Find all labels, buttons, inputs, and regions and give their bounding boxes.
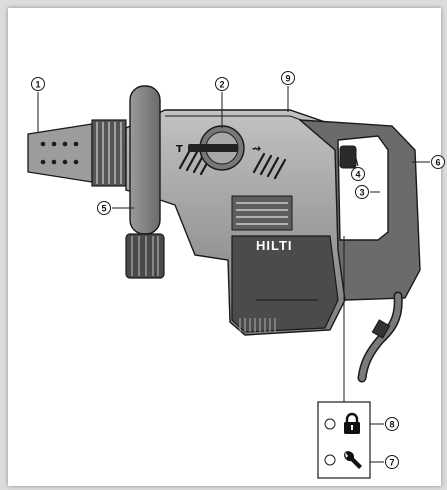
side-handle [125,85,165,279]
indicator-panel [317,401,371,479]
callout-1-number: 1 [35,80,40,90]
callout-5-number: 5 [101,204,106,214]
chisel-mode-symbol: ⇝ [252,142,261,155]
callout-7-number: 7 [389,458,394,468]
callout-2: 2 [215,77,229,91]
housing: HILTI [125,109,346,336]
callout-9-number: 9 [285,74,290,84]
callout-leaders [37,86,430,463]
callout-8: 8 [385,417,399,431]
callout-1: 1 [31,77,45,91]
wrench-icon [344,451,362,469]
callout-4-number: 4 [355,170,360,180]
function-selector-switch: T ⇝ [176,125,261,171]
supply-cord [357,291,403,383]
callout-2-number: 2 [219,80,224,90]
callout-6: 6 [431,155,445,169]
callout-5: 5 [97,201,111,215]
theft-protection-indicator-light [324,418,336,430]
callout-4: 4 [351,167,365,181]
callout-6-number: 6 [435,158,440,168]
tool-holder [27,119,127,187]
service-indicator-light [324,454,336,466]
lock-icon [344,412,360,434]
callout-3-number: 3 [359,188,364,198]
brand-logo: HILTI [256,238,293,253]
hammer-mode-symbol: T [176,144,183,155]
callout-9: 9 [281,71,295,85]
callout-3: 3 [355,185,369,199]
callout-7: 7 [385,455,399,469]
callout-8-number: 8 [389,420,394,430]
